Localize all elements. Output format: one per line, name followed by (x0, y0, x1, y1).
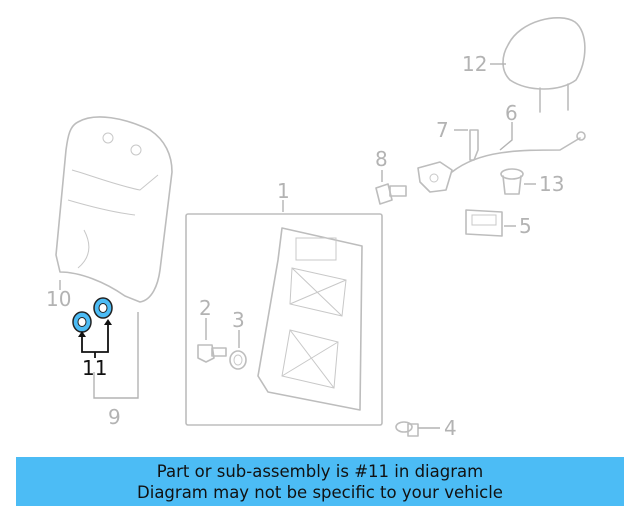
callout-13: 13 (539, 172, 564, 196)
banner-line-1: Part or sub-assembly is #11 in diagram (156, 461, 484, 481)
callout-5: 5 (519, 214, 532, 238)
screw-part-4 (395, 421, 419, 437)
info-banner: Part or sub-assembly is #11 in diagram D… (16, 457, 624, 506)
bracket-part-7 (469, 129, 479, 161)
bushing-part-3 (229, 350, 247, 370)
seat-back-cushion (55, 116, 173, 303)
callout-9: 9 (108, 405, 121, 429)
callout-7: 7 (436, 118, 449, 142)
callout-6: 6 (505, 101, 518, 125)
callout-8: 8 (375, 147, 388, 171)
callout-12: 12 (462, 52, 487, 76)
bolt-part-2 (197, 344, 227, 363)
leader-lines (59, 63, 536, 429)
banner-line-2: Diagram may not be specific to your vehi… (137, 482, 503, 502)
seat-back-frame-box (185, 213, 383, 426)
part-11-highlight (72, 297, 113, 358)
guide-part-13 (500, 168, 524, 195)
headrest-part-12 (502, 17, 586, 113)
release-cable-part-6 (451, 131, 586, 173)
callout-1: 1 (277, 179, 290, 203)
washer-left-hole (77, 317, 87, 327)
callout-2: 2 (199, 296, 212, 320)
switch-part-5 (465, 209, 503, 237)
latch-assembly (417, 161, 453, 193)
bolt-part-8 (375, 183, 407, 205)
callout-3: 3 (232, 308, 245, 332)
callout-10: 10 (46, 287, 71, 311)
parts-diagram: 1 2 3 4 5 6 7 8 9 10 11 12 13 (46, 17, 586, 440)
callout-11: 11 (82, 356, 107, 380)
callout-4: 4 (444, 416, 457, 440)
washer-right-hole (98, 303, 108, 313)
